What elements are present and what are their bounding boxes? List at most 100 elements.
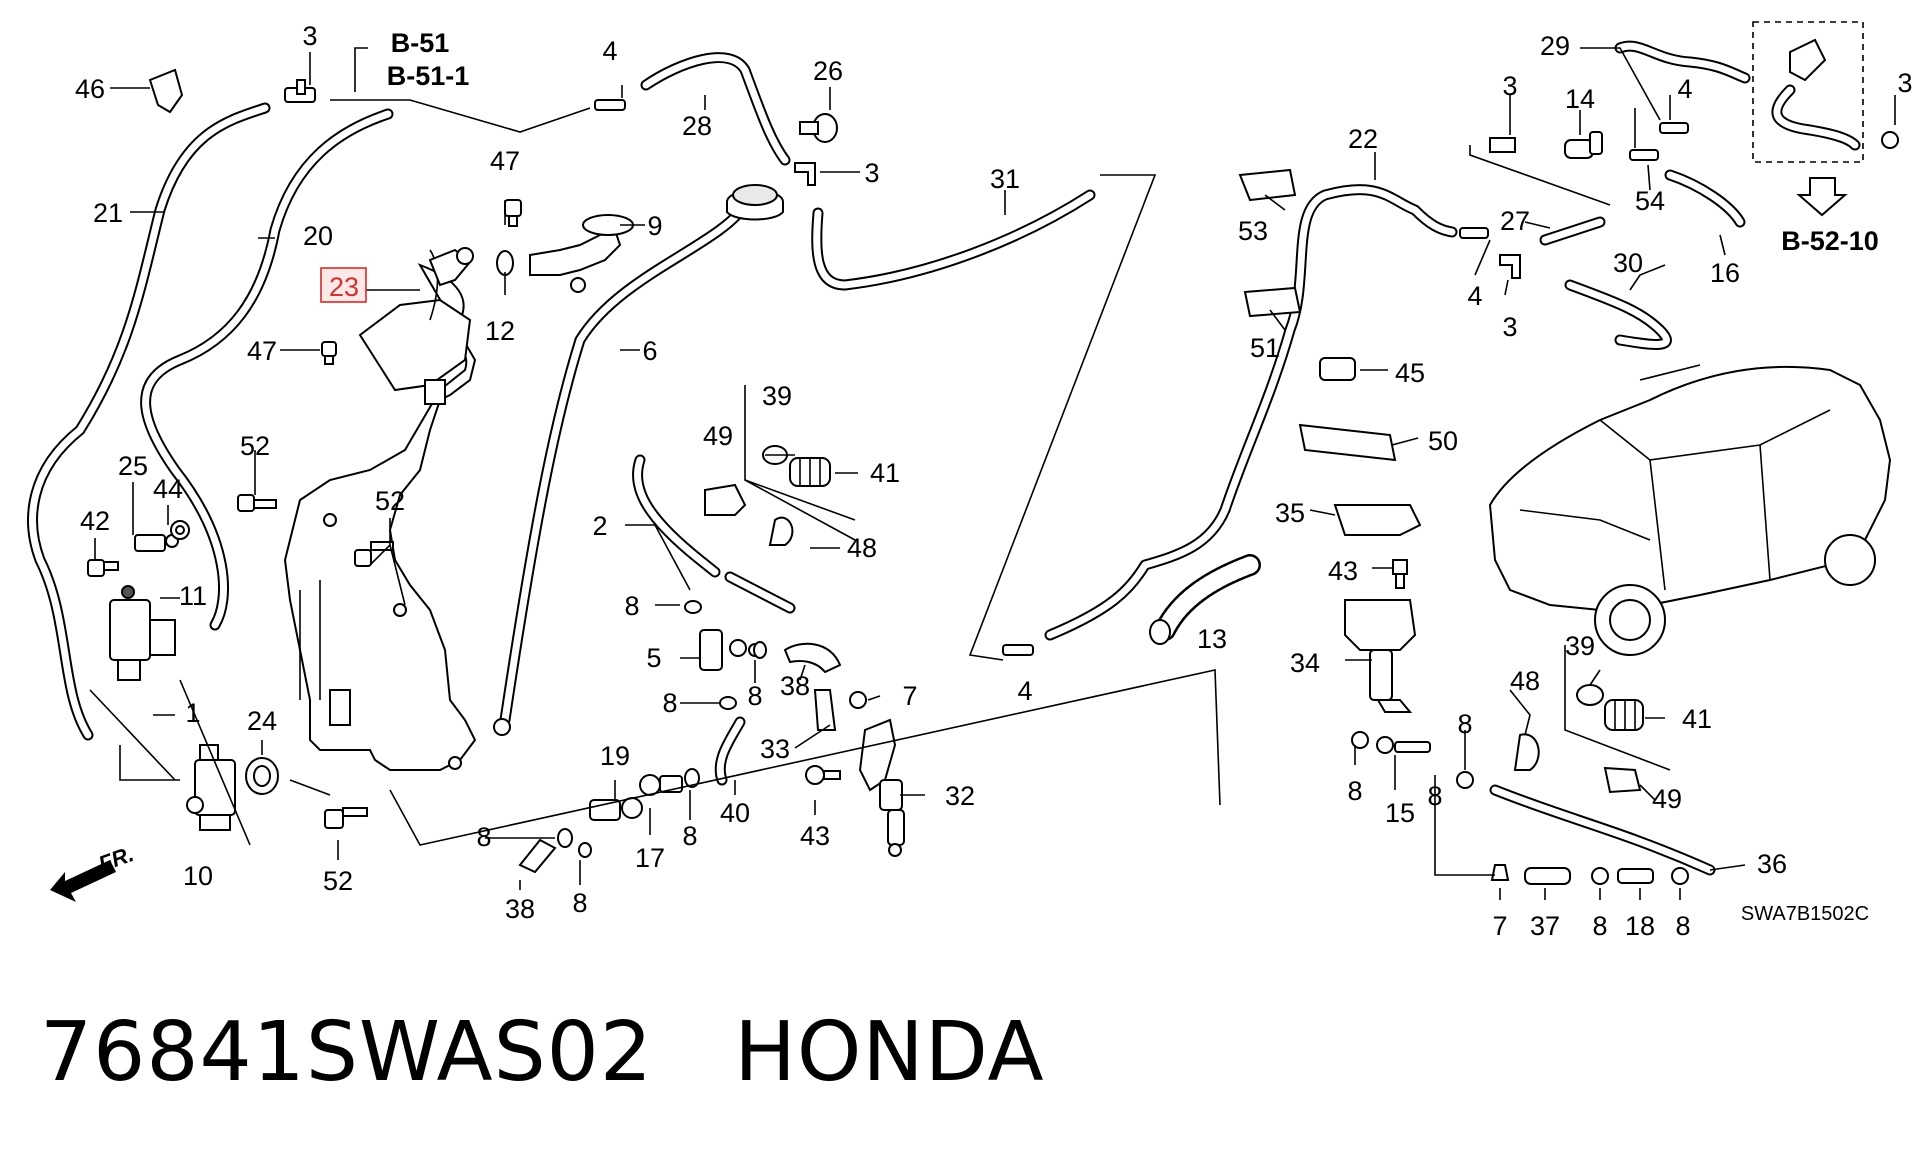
label-2: 2 — [592, 511, 607, 541]
label-54: 54 — [1635, 186, 1665, 216]
clip-45 — [1319, 357, 1356, 381]
label-28: 28 — [682, 111, 712, 141]
pad-51 — [1243, 286, 1302, 318]
label-3: 3 — [302, 21, 317, 51]
brand-name: HONDA — [734, 1005, 1045, 1100]
nozzle-b52 — [1752, 21, 1864, 163]
leader-lines — [89, 47, 1896, 900]
clip-8g — [1351, 731, 1369, 749]
label-46: 46 — [75, 74, 105, 104]
label-26: 26 — [813, 56, 843, 86]
washer-system-diagram: FR. — [27, 21, 1913, 941]
hose-31 — [811, 189, 1096, 291]
label-50: 50 — [1428, 426, 1458, 456]
pad-53 — [1238, 168, 1297, 202]
corrugated-hose-13 — [1149, 554, 1261, 645]
connector-4-top — [594, 99, 626, 111]
check-valve-18 — [1617, 868, 1654, 884]
label-6: 6 — [642, 336, 657, 366]
label-3d: 3 — [1502, 312, 1517, 342]
label-38a: 38 — [780, 671, 810, 701]
part-labels: 3 46 21 20 23 47 47 12 9 6 4 28 26 3 31 … — [75, 21, 1913, 941]
label-8k: 8 — [1427, 781, 1442, 811]
hose-16 — [1664, 169, 1746, 228]
ref-b51: B-51 — [391, 28, 450, 58]
level-gauge-6 — [493, 199, 751, 736]
check-valve-5 — [699, 629, 762, 671]
label-3e: 3 — [1897, 68, 1912, 98]
bolt-43a — [805, 765, 841, 785]
label-36: 36 — [1757, 849, 1787, 879]
label-51: 51 — [1250, 333, 1280, 363]
clip-49b — [1603, 766, 1642, 794]
pump-11 — [109, 585, 176, 681]
label-48a: 48 — [847, 533, 877, 563]
clamp-48a — [768, 516, 794, 546]
label-35: 35 — [1275, 498, 1305, 528]
label-39a: 39 — [762, 381, 792, 411]
label-19: 19 — [600, 741, 630, 771]
label-41a: 41 — [870, 458, 900, 488]
joint-37 — [1524, 867, 1571, 885]
hose-40 — [714, 716, 746, 786]
bolt-43b — [1392, 559, 1408, 589]
part-number: 76841SWAS02 — [40, 1005, 653, 1100]
label-40: 40 — [720, 798, 750, 828]
label-49b: 49 — [1652, 784, 1682, 814]
label-52a: 52 — [240, 431, 270, 461]
grommet-24 — [245, 757, 279, 795]
label-15: 15 — [1385, 798, 1415, 828]
grommet-41a — [789, 457, 831, 487]
joint-14 — [1564, 131, 1603, 159]
label-39b: 39 — [1565, 631, 1595, 661]
bolt-42 — [87, 559, 119, 577]
label-8g: 8 — [1347, 776, 1362, 806]
clip-8b — [719, 696, 737, 710]
filler-pipe-9 — [529, 214, 634, 293]
clip-8c — [753, 641, 767, 659]
label-3c: 3 — [1502, 71, 1517, 101]
label-23: 23 — [329, 272, 359, 302]
label-47b: 47 — [247, 336, 277, 366]
joint-38a — [783, 642, 842, 674]
label-4a: 4 — [602, 36, 617, 66]
hose-2 — [632, 454, 796, 614]
clip-33 — [813, 689, 837, 731]
clip-8a — [684, 600, 702, 614]
label-47a: 47 — [490, 146, 520, 176]
grommet-41b — [1604, 699, 1644, 731]
label-20: 20 — [303, 221, 333, 251]
hose-30 — [1564, 279, 1672, 350]
bolt-52c — [324, 807, 368, 829]
connector-4-mid — [1459, 227, 1489, 239]
joint-3-mid-right — [1499, 254, 1521, 279]
pad-50 — [1298, 423, 1397, 462]
label-8h: 8 — [1457, 709, 1472, 739]
label-52b: 52 — [375, 486, 405, 516]
label-41b: 41 — [1682, 704, 1712, 734]
hose-27 — [1539, 216, 1606, 246]
pad-35 — [1333, 504, 1422, 536]
label-12: 12 — [485, 316, 515, 346]
grommet-7b — [1490, 864, 1510, 881]
label-4d: 4 — [1467, 281, 1482, 311]
joint-19 — [589, 797, 643, 821]
label-37: 37 — [1530, 911, 1560, 941]
label-16: 16 — [1710, 258, 1740, 288]
bolt-52a — [237, 494, 277, 512]
label-53: 53 — [1238, 216, 1268, 246]
washer-tank-23 — [283, 249, 477, 771]
label-43b: 43 — [1328, 556, 1358, 586]
hose-20 — [140, 108, 394, 631]
label-13: 13 — [1197, 624, 1227, 654]
label-1: 1 — [185, 698, 200, 728]
grommet-7a — [849, 691, 867, 709]
part-caption: 76841SWAS02 HONDA — [40, 1005, 1045, 1100]
clip-8d — [684, 768, 700, 788]
pump-10 — [186, 744, 236, 831]
hose-29 — [1614, 40, 1751, 84]
label-38b: 38 — [505, 894, 535, 924]
level-sensor-25 — [134, 534, 179, 552]
clip-8j — [1671, 867, 1689, 885]
